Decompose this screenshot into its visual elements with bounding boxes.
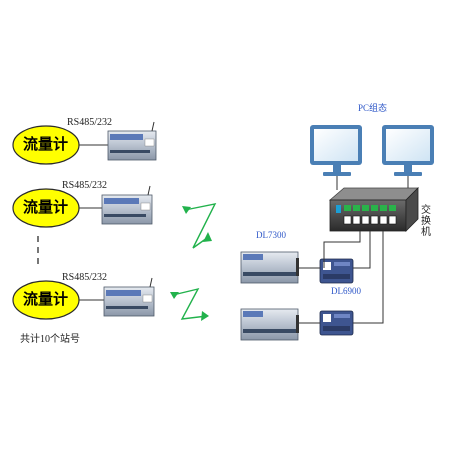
modem-label-3: RS485/232 — [62, 272, 108, 283]
meter-label-1: 流量计 — [23, 135, 69, 153]
modem-3 — [103, 277, 155, 317]
modem-label-2: RS485/232 — [62, 180, 108, 191]
receiver-unit-1 — [319, 258, 354, 284]
modem-label-1: RS485/232 — [67, 117, 113, 128]
network-switch-icon — [328, 187, 419, 232]
switch-label-char-2: 换 — [421, 216, 431, 227]
gateway-unit-2 — [240, 308, 299, 341]
meter-label-3: 流量计 — [23, 290, 69, 308]
switch-label: 交 换 机 — [420, 205, 432, 238]
switch-label-char-1: 交 — [421, 205, 431, 216]
pc-label: PC组态 — [358, 103, 388, 113]
receiver-unit-2 — [319, 310, 354, 336]
receiver-label: DL6900 — [331, 286, 361, 296]
station-count-note: 共计10个站号 — [20, 334, 80, 345]
meter-modem-links — [79, 144, 108, 301]
gateway-receiver-links — [299, 267, 320, 324]
wireless-signal-icon-2 — [170, 287, 209, 321]
wireless-signal-icon-1 — [182, 203, 217, 249]
modem-1 — [107, 121, 157, 161]
switch-label-char-3: 机 — [421, 227, 431, 238]
meter-label-2: 流量计 — [23, 198, 69, 216]
pc-monitor-icon-2 — [382, 125, 434, 176]
modem-2 — [101, 185, 153, 225]
network-lines — [323, 176, 409, 324]
gateway-unit-1 — [240, 251, 299, 284]
pc-monitor-icon-1 — [310, 125, 362, 176]
gateway-label: DL7300 — [256, 230, 286, 240]
